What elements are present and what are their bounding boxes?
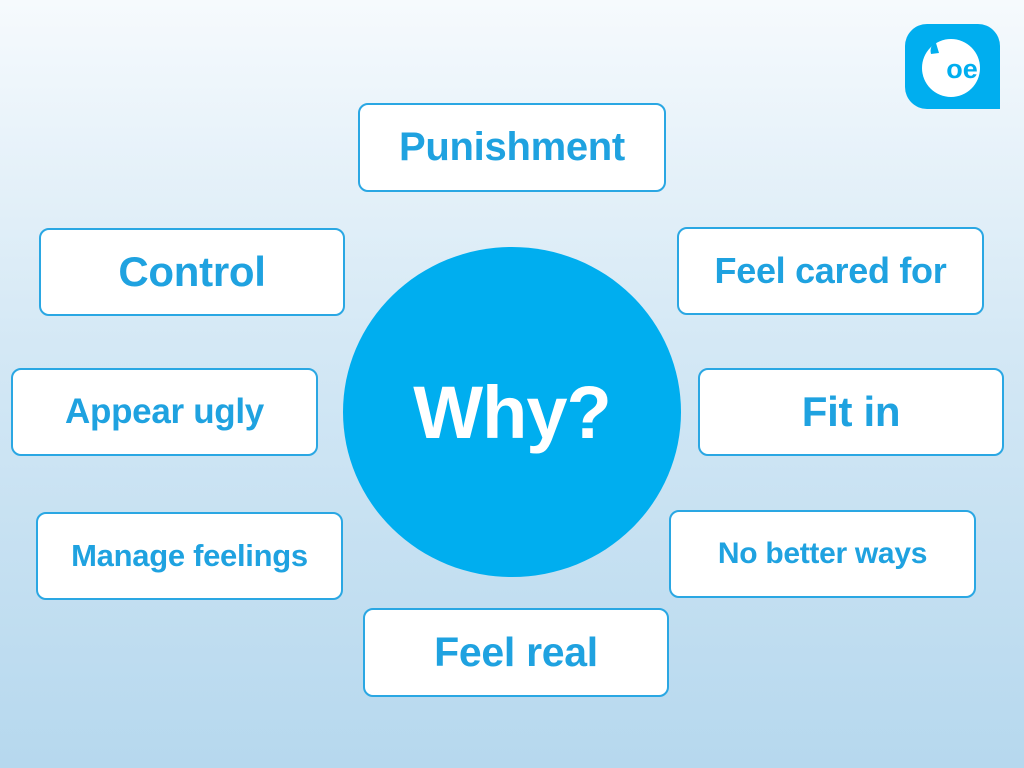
reason-label: Punishment	[399, 125, 625, 169]
reason-label: Fit in	[801, 388, 901, 435]
reason-label: Control	[118, 248, 266, 295]
reason-feel-cared-for: Feel cared for	[677, 227, 984, 315]
reason-feel-real: Feel real	[363, 608, 669, 697]
reason-control: Control	[39, 228, 345, 316]
center-circle: Why?	[343, 247, 681, 577]
reason-fit-in: Fit in	[698, 368, 1004, 456]
reason-label: Feel cared for	[714, 250, 947, 291]
oe-logo-mark: oe	[922, 39, 980, 97]
logo-text: oe	[946, 54, 978, 84]
reason-label: Appear ugly	[65, 392, 264, 431]
reason-appear-ugly: Appear ugly	[11, 368, 318, 456]
oe-logo-icon: oe	[905, 24, 1000, 109]
reason-label: No better ways	[717, 537, 928, 570]
reason-label: Manage feelings	[71, 538, 308, 573]
reason-label: Feel real	[434, 629, 598, 675]
reason-punishment: Punishment	[358, 103, 666, 192]
reason-no-better-ways: No better ways	[669, 510, 976, 598]
center-label: Why?	[413, 370, 611, 454]
reason-manage-feelings: Manage feelings	[36, 512, 343, 600]
